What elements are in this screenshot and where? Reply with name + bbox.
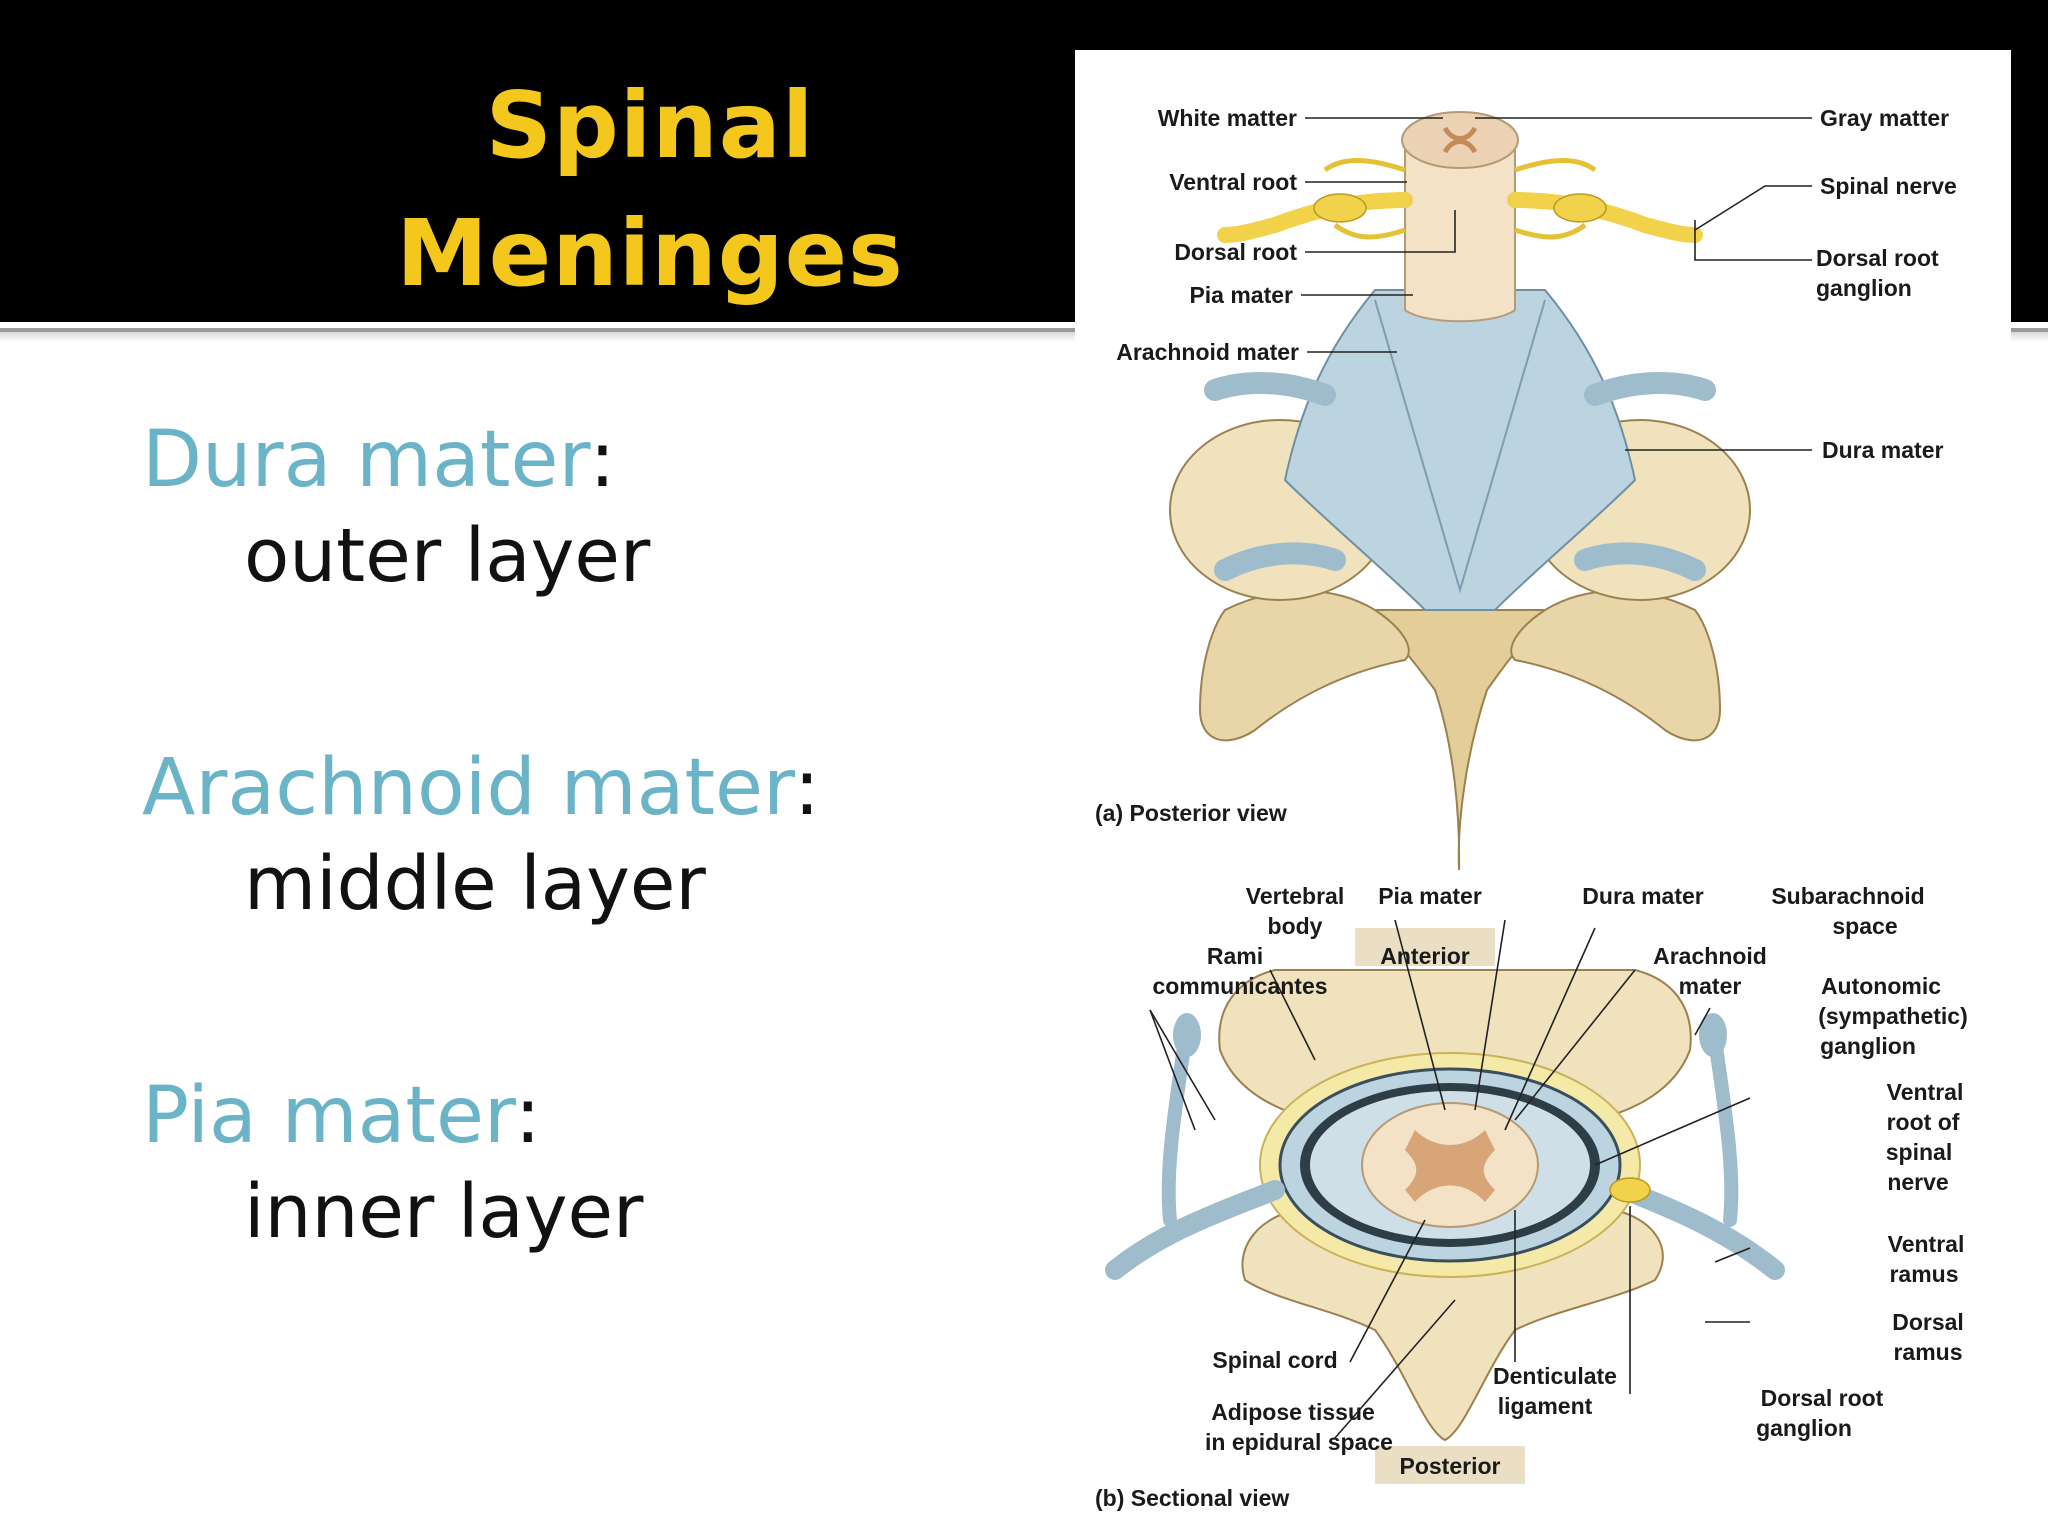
panel-b-leader-lines: [1149, 919, 1751, 1439]
dura-fold-lines: [1374, 299, 1546, 594]
dorsal-root-ganglion-b: [1609, 1177, 1651, 1203]
description-inner-layer: inner layer: [244, 1169, 644, 1255]
definition-arachnoid: Arachnoid mater: middle layer: [142, 740, 820, 932]
posterior-box: [1375, 1446, 1525, 1484]
left-transverse-process: [1198, 590, 1410, 742]
label-spinal-nerve: Spinal nerve: [1820, 173, 1957, 199]
left-nerve-b: [1105, 1180, 1285, 1280]
label-ventral-root-b-1: Ventral: [1887, 1079, 1964, 1105]
label-dorsal-root: Dorsal root: [1174, 239, 1297, 265]
left-dorsal-root-ganglion: [1313, 193, 1367, 223]
description-middle-layer: middle layer: [244, 841, 706, 927]
label-autonomic-3: ganglion: [1820, 1033, 1916, 1059]
label-subarachnoid-2: space: [1832, 913, 1897, 939]
label-ventral-root-b-4: nerve: [1887, 1169, 1948, 1195]
label-posterior: Posterior: [1400, 1453, 1501, 1479]
right-transverse-process: [1510, 590, 1722, 742]
label-denticulate-1: Denticulate: [1493, 1363, 1617, 1389]
term-arachnoid-mater: Arachnoid mater: [142, 743, 794, 833]
left-spinal-nerve: [1217, 192, 1413, 243]
right-rootlets: [1514, 158, 1597, 240]
term-colon: :: [514, 1071, 541, 1161]
label-vertebral-body-2: body: [1268, 913, 1323, 939]
slide-title: Spinal Meninges: [360, 62, 940, 318]
right-rami-b: [1708, 1033, 1739, 1227]
label-anterior: Anterior: [1380, 943, 1470, 969]
label-dura-mater-b: Dura mater: [1582, 883, 1703, 909]
definition-dura: Dura mater: outer layer: [142, 412, 650, 604]
left-rootlets: [1323, 158, 1406, 240]
slide-title-line-1: Spinal: [485, 72, 815, 179]
caption-posterior-view: (a) Posterior view: [1095, 800, 1287, 826]
label-arachnoid-2: mater: [1679, 973, 1742, 999]
label-arachnoid-1: Arachnoid: [1653, 943, 1767, 969]
term-colon: :: [589, 415, 616, 505]
dura-sheath: [1283, 289, 1637, 611]
gray-matter-h: [1442, 126, 1478, 154]
spinal-cord-column: [1404, 139, 1516, 323]
label-gray-matter: Gray matter: [1820, 105, 1949, 131]
label-dorsal-root-ganglion-b-2: ganglion: [1756, 1415, 1852, 1441]
header-shadow: [0, 332, 2048, 342]
label-adipose-2: in epidural space: [1205, 1429, 1393, 1455]
label-arachnoid-mater-a: Arachnoid mater: [1116, 339, 1299, 365]
label-pia-mater-b: Pia mater: [1378, 883, 1482, 909]
label-autonomic-2: (sympathetic): [1818, 1003, 1968, 1029]
label-subarachnoid-1: Subarachnoid: [1771, 883, 1924, 909]
left-sympathetic-ganglion: [1173, 1013, 1201, 1057]
anterior-box: [1355, 928, 1495, 966]
right-spinal-nerve: [1507, 192, 1703, 243]
label-rami-2: communicantes: [1152, 973, 1327, 999]
label-ventral-ramus-1: Ventral: [1888, 1231, 1965, 1257]
label-ventral-ramus-2: ramus: [1889, 1261, 1958, 1287]
label-dorsal-root-ganglion-a-2: ganglion: [1816, 275, 1912, 301]
label-dorsal-root-ganglion-a-1: Dorsal root: [1816, 245, 1939, 271]
definition-pia: Pia mater: inner layer: [142, 1068, 643, 1260]
term-pia-mater: Pia mater: [142, 1071, 515, 1161]
term-colon: :: [793, 743, 821, 833]
label-pia-mater-a: Pia mater: [1189, 282, 1293, 308]
slide-title-line-2: Meninges: [396, 200, 904, 307]
label-dorsal-root-ganglion-b-1: Dorsal root: [1761, 1385, 1884, 1411]
label-dorsal-ramus-1: Dorsal: [1892, 1309, 1964, 1335]
label-ventral-root: Ventral root: [1169, 169, 1297, 195]
right-dorsal-root-ganglion: [1553, 193, 1607, 223]
gray-matter-section: [1405, 1130, 1495, 1202]
label-autonomic-1: Autonomic: [1821, 973, 1941, 999]
anatomy-illustration: White matter Ventral root Dorsal root Pi…: [1095, 105, 1968, 1511]
term-dura-mater: Dura mater: [142, 415, 590, 505]
label-white-matter: White matter: [1158, 105, 1297, 131]
label-ventral-root-b-2: root of: [1887, 1109, 1960, 1135]
label-ventral-root-b-3: spinal: [1886, 1139, 1952, 1165]
right-upper-nerve-sheath: [1584, 372, 1716, 406]
label-rami-1: Rami: [1207, 943, 1263, 969]
label-dorsal-ramus-2: ramus: [1893, 1339, 1962, 1365]
left-lower-nerve-sheath: [1214, 542, 1346, 581]
label-adipose-1: Adipose tissue: [1211, 1399, 1375, 1425]
panel-a-leader-lines: [1301, 117, 1812, 451]
right-lower-nerve-sheath: [1574, 542, 1706, 581]
description-outer-layer: outer layer: [244, 513, 651, 599]
right-sympathetic-ganglion: [1699, 1013, 1727, 1057]
label-dura-mater-a: Dura mater: [1822, 437, 1943, 463]
panel-a-illustration: [1169, 111, 1751, 871]
label-vertebral-body-1: Vertebral: [1246, 883, 1344, 909]
caption-sectional-view: (b) Sectional view: [1095, 1485, 1289, 1511]
left-upper-nerve-sheath: [1204, 372, 1336, 406]
label-spinal-cord: Spinal cord: [1212, 1347, 1337, 1373]
header-divider: [0, 328, 2048, 332]
spinal-meninges-figure: White matter Ventral root Dorsal root Pi…: [1075, 50, 2011, 1536]
label-denticulate-2: ligament: [1498, 1393, 1593, 1419]
